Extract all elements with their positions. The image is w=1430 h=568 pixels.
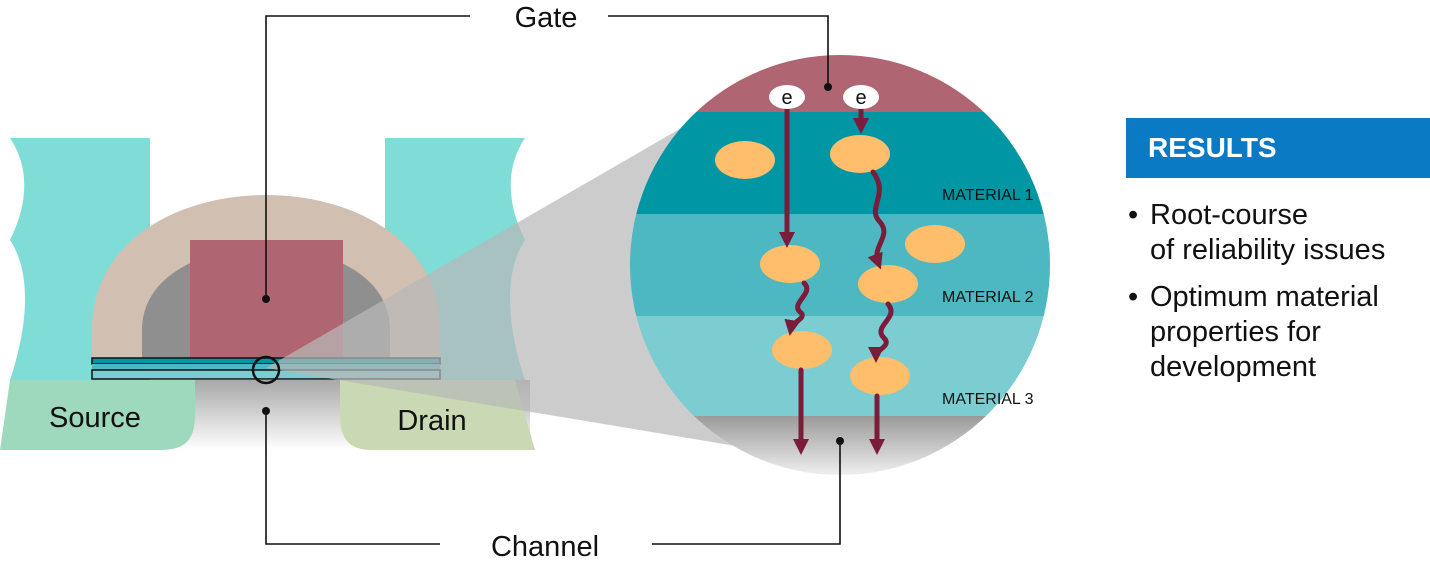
zoom-marker-circle (251, 355, 281, 385)
oxide-layer-2 (92, 364, 440, 370)
electron-icon (769, 85, 805, 109)
trap-icon (850, 357, 910, 395)
bullet-text: Optimum material properties for developm… (1150, 281, 1379, 383)
electron-path-arrow (868, 301, 894, 363)
channel-callout-line (652, 442, 841, 545)
bullet-icon: • (1128, 281, 1139, 313)
drain-label: Drain (397, 405, 466, 437)
bullet-icon: • (1128, 199, 1139, 231)
channel-callout-dot (836, 437, 844, 445)
electron-path-arrow (867, 169, 887, 270)
electron-icon (843, 85, 879, 109)
results-bullet-item: • Optimum material properties for develo… (1126, 280, 1430, 385)
zoom-gate-layer (630, 55, 1050, 112)
trap-icon (905, 225, 965, 263)
trap-icon (715, 141, 775, 179)
results-header: RESULTS (1126, 118, 1430, 178)
bullet-text: Root-course of reliability issues (1150, 199, 1386, 266)
gate-callout-dot (824, 83, 832, 91)
gate-callout-dot (262, 295, 270, 303)
electron-label: e (855, 87, 866, 109)
zoom-material-2-layer (630, 214, 1050, 316)
magnifier-cone (266, 123, 760, 450)
source-region (0, 380, 195, 450)
gate-label: Gate (515, 2, 578, 34)
gate-callout-line (608, 15, 829, 86)
zoom-material-3-layer (630, 316, 1050, 418)
electron-label: e (781, 87, 792, 109)
electron-path-arrow (784, 280, 810, 336)
material-1-label: MATERIAL 1 (942, 187, 1034, 204)
trap-icon (760, 245, 820, 283)
gate-callout-line (265, 15, 470, 299)
results-panel: RESULTS • Root-course of reliability iss… (1126, 118, 1430, 418)
material-2-label: MATERIAL 2 (942, 289, 1034, 306)
results-bullet-item: • Root-course of reliability issues (1126, 198, 1430, 268)
trap-icon (830, 135, 890, 173)
trap-icon (772, 331, 832, 369)
channel-callout-dot (262, 407, 270, 415)
channel-label: Channel (491, 531, 599, 563)
channel-callout-line (265, 412, 440, 545)
trap-icon (858, 265, 918, 303)
results-bullet-list: • Root-course of reliability issues • Op… (1126, 198, 1430, 397)
material-3-label: MATERIAL 3 (942, 391, 1034, 408)
source-label: Source (49, 402, 141, 434)
